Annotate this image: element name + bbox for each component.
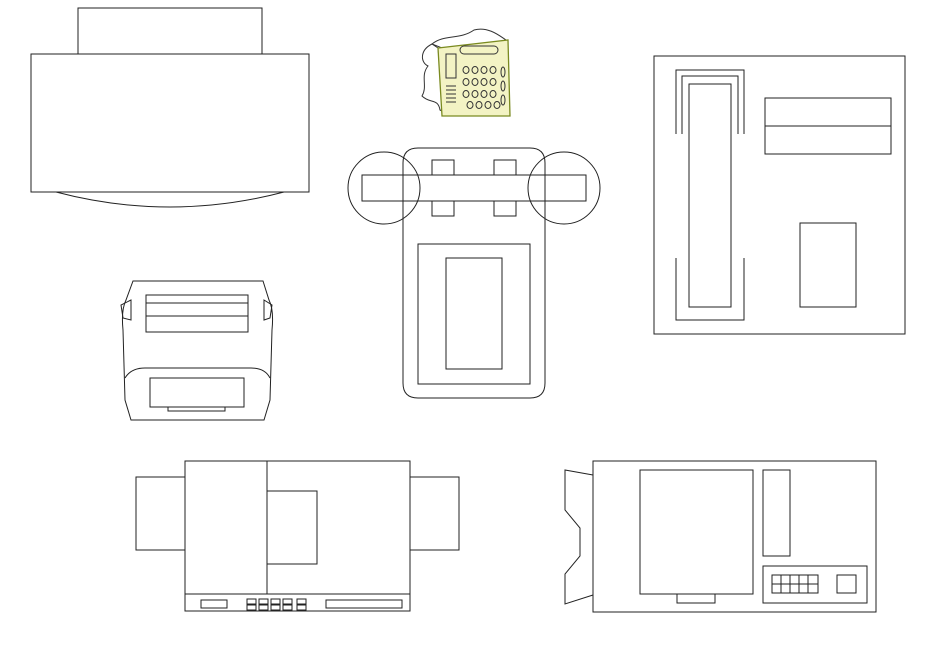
copier-top-view [30,7,310,208]
copier-display [200,599,228,609]
printer-latch-left [120,299,132,321]
telephone-side-buttons [446,85,456,103]
printer-top-tray [145,294,249,333]
telephone-keypad-frame [417,243,531,385]
copier-glass [266,490,318,565]
device-tray-lip [676,593,716,604]
telephone-cord-outline [421,43,445,113]
printer-latch-right [263,299,273,321]
telephone-earpiece-left [347,151,421,225]
device-keypad [771,574,819,594]
fax-cradle-top-outer [675,69,745,134]
device-paper-feeder [564,469,594,605]
fax-keypad [799,222,857,308]
device-side-panel [762,469,791,557]
printer-front-curve [124,367,271,379]
telephone-screen [445,53,457,79]
telephone-plan [347,147,601,399]
telephone-cradle-tab-4 [493,200,517,217]
copier-front-curve [55,191,285,208]
printer-body [121,280,274,421]
device-control-panel [762,565,868,604]
telephone-clipart [421,28,511,117]
printer-output-slot [149,377,245,408]
telephone-plan-body [402,147,546,399]
copier-body [30,53,310,193]
telephone-keypad-panel [445,257,503,370]
device-button [836,574,857,594]
telephone-earpiece-right [527,151,601,225]
copier-output-slot [325,599,403,609]
copier-main-body [184,460,411,612]
printer-output-lip [167,406,226,412]
copier-right-tray [409,476,460,551]
copier-left-tray [135,476,186,551]
fax-cradle-top-inner [681,75,739,134]
fax-cradle-bottom [675,258,745,321]
telephone-cradle-tab-1 [431,159,455,176]
device-screen [639,469,754,595]
printer-plan [120,280,274,421]
device-body [592,460,877,613]
office-device-plan [564,460,877,613]
fax-machine-plan [653,55,906,335]
fax-handset [688,83,732,308]
telephone-handset-bar [361,174,587,202]
fax-body [653,55,906,335]
telephone-keypad [462,66,506,109]
telephone-handset-outline [431,28,508,53]
large-copier-plan [135,460,460,612]
copier-buttons [246,598,307,611]
telephone-handset [459,45,499,55]
telephone-cradle-tab-2 [493,159,517,176]
copier-paper-tray [77,7,263,55]
telephone-cradle-tab-3 [431,200,455,217]
